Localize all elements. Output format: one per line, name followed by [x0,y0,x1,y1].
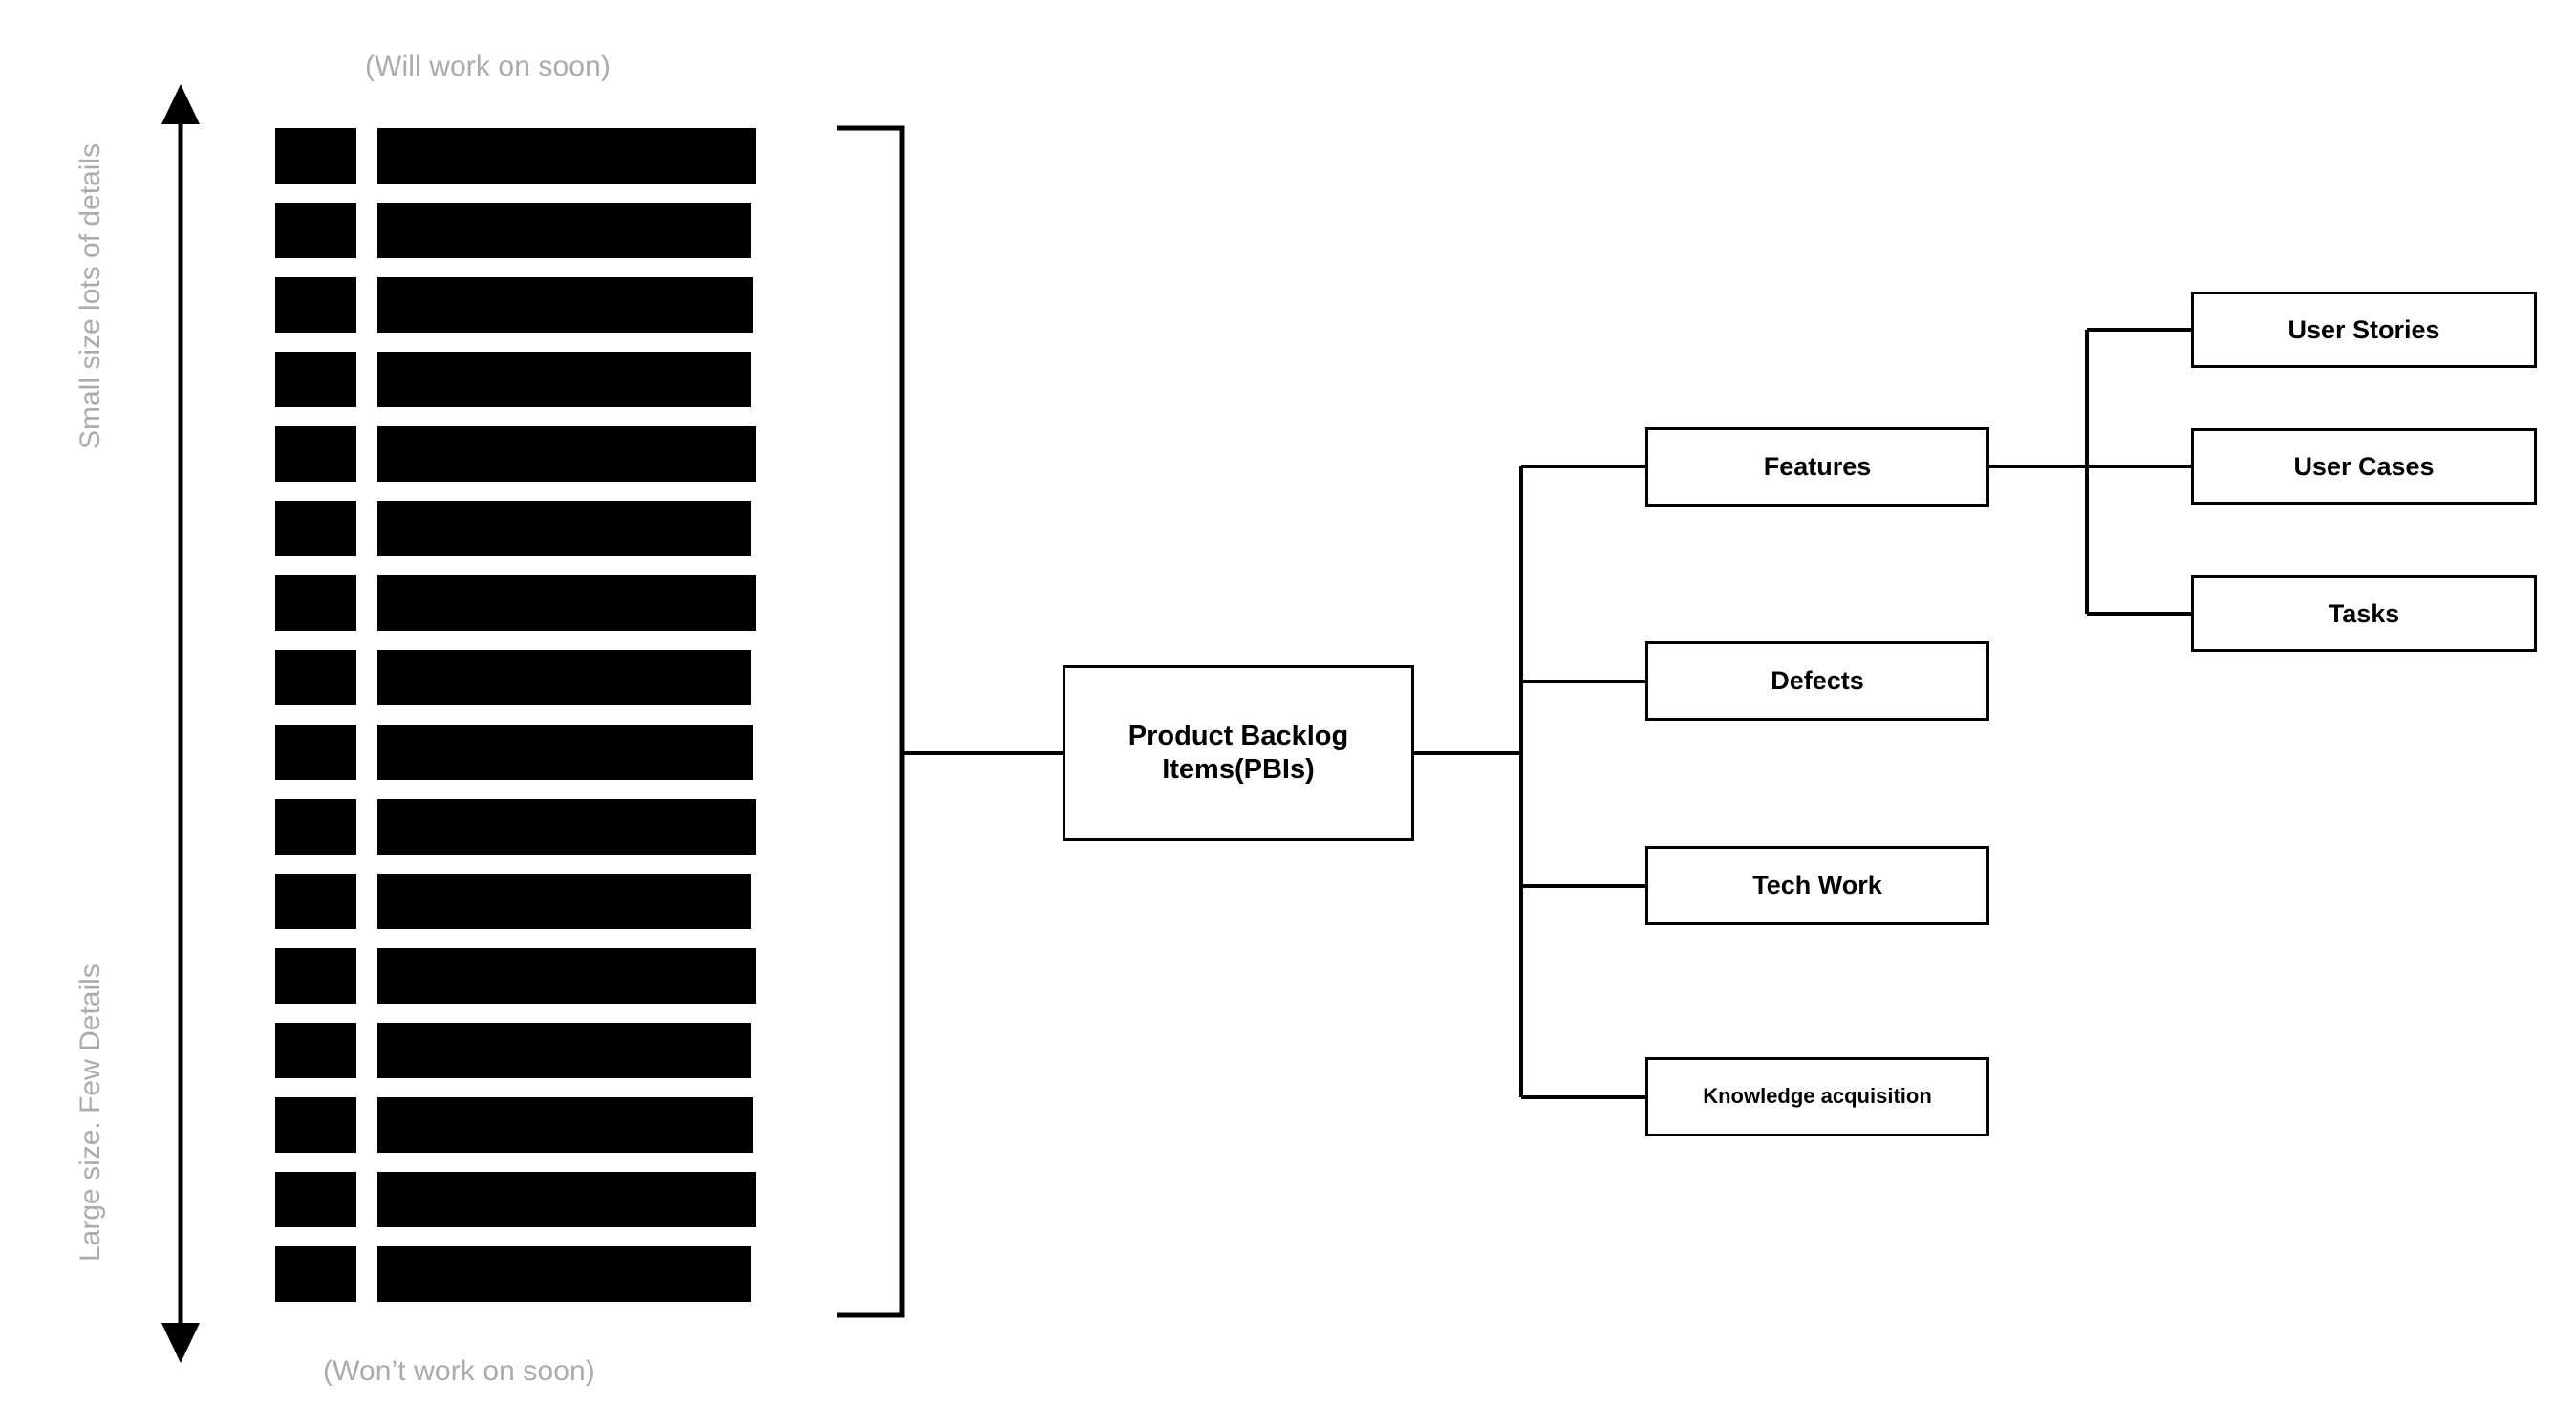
backlog-item-tag [275,277,356,333]
backlog-item-body [377,874,751,929]
backlog-item-tag [275,128,356,184]
backlog-item-body [377,1023,751,1078]
backlog-item-body [377,203,751,258]
backlog-item-tag [275,501,356,556]
node-root-line2: Items(PBIs) [1162,754,1315,785]
backlog-item-body [377,352,751,407]
backlog-brace [837,125,905,1318]
priority-axis-arrowhead-down [161,1323,200,1363]
node-knowledge-acquisition[interactable]: Knowledge acquisition [1645,1057,1989,1136]
backlog-item-body [377,948,756,1004]
backlog-item-tag [275,203,356,258]
backlog-item-body [377,1172,756,1227]
note-will-work-on-soon: (Will work on soon) [365,51,611,82]
backlog-item-tag [275,1172,356,1227]
backlog-item-body [377,277,753,333]
backlog-item-body [377,426,756,482]
backlog-item-body [377,501,751,556]
backlog-item-body [377,799,756,855]
backlog-item-tag [275,352,356,407]
node-tasks[interactable]: Tasks [2191,575,2537,652]
axis-label-bottom: Large size. Few Details [75,963,106,1262]
node-defects[interactable]: Defects [1645,641,1989,721]
node-tech-work[interactable]: Tech Work [1645,846,1989,925]
backlog-item-tag [275,799,356,855]
backlog-item-tag [275,426,356,482]
node-root-text: Product Backlog Items(PBIs) [1128,720,1348,788]
backlog-item-body [377,1097,753,1153]
node-user-cases[interactable]: User Cases [2191,428,2537,505]
backlog-item-tag [275,1246,356,1302]
backlog-item-body [377,128,756,184]
backlog-item-tag [275,874,356,929]
backlog-item-body [377,650,751,705]
node-root-line1: Product Backlog [1127,720,1349,751]
backlog-item-tag [275,575,356,631]
backlog-item-tag [275,725,356,780]
backlog-item-body [377,1246,751,1302]
backlog-item-tag [275,1023,356,1078]
backlog-item-body [377,725,753,780]
backlog-item-body [377,575,756,631]
node-product-backlog-items[interactable]: Product Backlog Items(PBIs) [1063,665,1414,841]
node-user-stories[interactable]: User Stories [2191,292,2537,368]
axis-label-top: Small size lots of details [75,142,106,449]
backlog-item-tag [275,948,356,1004]
node-features[interactable]: Features [1645,427,1989,507]
priority-axis-arrowhead-up [161,84,200,124]
note-wont-work-on-soon: (Won’t work on soon) [323,1355,595,1387]
backlog-item-tag [275,650,356,705]
backlog-item-tag [275,1097,356,1153]
